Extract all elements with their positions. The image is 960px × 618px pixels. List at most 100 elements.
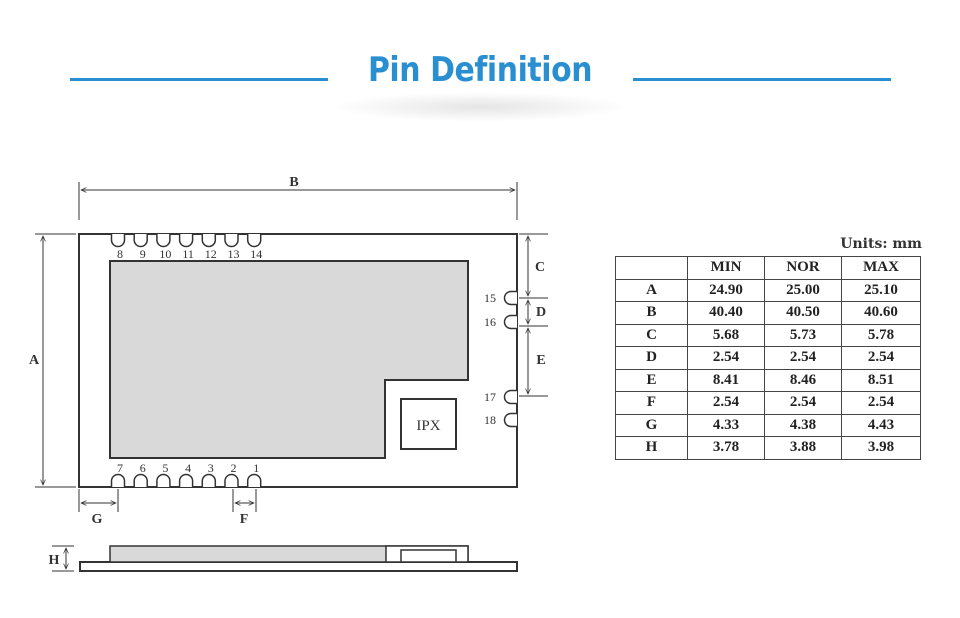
row-label: G — [615, 413, 688, 437]
top-pin-pad — [224, 234, 239, 248]
nor-cell: 5.73 — [764, 323, 842, 347]
right-pin-pad — [503, 314, 517, 330]
ipx-label: IPX — [416, 418, 440, 434]
nor-cell: 3.88 — [764, 436, 842, 460]
right-pin-number: 16 — [484, 315, 496, 329]
top-pin-number: 9 — [140, 247, 146, 261]
side-view-board — [79, 561, 518, 572]
bottom-pin-pad — [224, 473, 239, 487]
right-pin-pad — [503, 290, 517, 306]
max-cell: 3.98 — [841, 436, 921, 460]
right-pin-number: 18 — [484, 413, 496, 427]
bottom-pin-number: 6 — [140, 461, 146, 475]
top-pin-number: 10 — [159, 247, 171, 261]
nor-cell: 2.54 — [764, 391, 842, 415]
title-left-rule — [70, 78, 328, 81]
bottom-pin-row: 7 6 5 4 3 2 1 — [110, 461, 262, 487]
bottom-pin-pad — [156, 473, 171, 487]
max-cell: 4.43 — [841, 413, 921, 437]
max-cell: 8.51 — [841, 368, 921, 392]
row-label: A — [615, 278, 688, 302]
table-header-row: MIN NOR MAX — [615, 256, 921, 280]
top-pin-pad — [110, 234, 126, 248]
max-cell: 25.10 — [841, 278, 921, 302]
top-pin-number: 13 — [228, 247, 240, 261]
column-header-min: MIN — [687, 256, 765, 280]
dimension-b-label: B — [289, 175, 298, 190]
column-header-max: MAX — [841, 256, 921, 280]
dimension-e-label: E — [536, 353, 545, 368]
top-pin-pad — [246, 234, 262, 248]
dimension-g-label: G — [92, 512, 103, 527]
min-cell: 40.40 — [687, 301, 765, 325]
dimension-f-label: F — [240, 512, 249, 527]
max-cell: 5.78 — [841, 323, 921, 347]
min-cell: 5.68 — [687, 323, 765, 347]
max-cell: 2.54 — [841, 346, 921, 370]
shield-area — [109, 260, 469, 459]
bottom-pin-number: 3 — [208, 461, 214, 475]
bottom-pin-pad — [110, 473, 126, 487]
bottom-pin-number: 5 — [162, 461, 168, 475]
right-pin-number: 17 — [484, 390, 496, 404]
title-right-rule — [633, 78, 891, 81]
right-pin-number: 15 — [484, 291, 496, 305]
min-cell: 24.90 — [687, 278, 765, 302]
nor-cell: 40.50 — [764, 301, 842, 325]
column-header-nor: NOR — [764, 256, 842, 280]
top-pin-number: 12 — [205, 247, 217, 261]
column-header-blank — [615, 256, 688, 280]
bottom-pin-number: 1 — [253, 461, 259, 475]
top-pin-pad — [178, 234, 194, 248]
row-label: H — [615, 436, 688, 460]
min-cell: 2.54 — [687, 391, 765, 415]
top-pin-row: 8 9 10 11 12 13 14 — [110, 234, 262, 261]
row-label: C — [615, 323, 688, 347]
right-pin-pad — [503, 389, 517, 405]
dimension-d-label: D — [536, 305, 546, 320]
min-cell: 3.78 — [687, 436, 765, 460]
dimension-h-label: H — [49, 553, 60, 568]
right-pin-pad — [503, 412, 517, 428]
nor-cell: 25.00 — [764, 278, 842, 302]
top-pin-number: 8 — [117, 247, 123, 261]
top-pin-pad — [201, 234, 217, 248]
bottom-pin-pad — [178, 473, 194, 487]
ipx-connector — [400, 398, 457, 450]
dimension-a-label: A — [29, 353, 40, 368]
row-label: B — [615, 301, 688, 325]
min-cell: 8.41 — [687, 368, 765, 392]
max-cell: 2.54 — [841, 391, 921, 415]
bottom-pin-number: 4 — [185, 461, 191, 475]
units-note: Units: mm — [840, 236, 922, 252]
bottom-pin-pad — [133, 473, 148, 487]
bottom-pin-pad — [201, 473, 217, 487]
bottom-pin-pad — [246, 473, 262, 487]
bottom-pin-number: 2 — [231, 461, 237, 475]
top-pin-number: 14 — [250, 247, 262, 261]
nor-cell: 4.38 — [764, 413, 842, 437]
min-cell: 2.54 — [687, 346, 765, 370]
row-label: D — [615, 346, 688, 370]
min-cell: 4.33 — [687, 413, 765, 437]
page-title: Pin Definition — [367, 50, 593, 90]
top-pin-number: 11 — [182, 247, 194, 261]
side-view-connector — [400, 549, 457, 563]
right-pin-column: 15 16 17 18 — [484, 290, 517, 428]
top-pin-pad — [133, 234, 148, 248]
bottom-pin-number: 7 — [117, 461, 123, 475]
row-label: F — [615, 391, 688, 415]
top-pin-pad — [156, 234, 171, 248]
max-cell: 40.60 — [841, 301, 921, 325]
dimension-c-label: C — [535, 260, 545, 275]
